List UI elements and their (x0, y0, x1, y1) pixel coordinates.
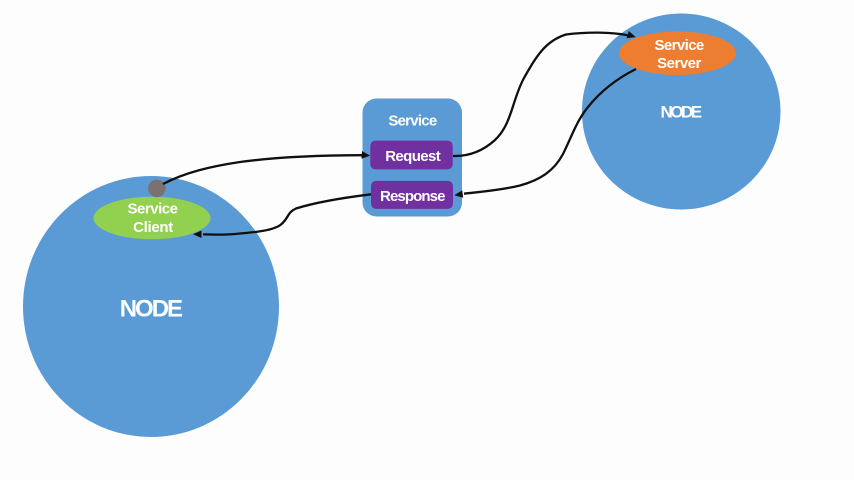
svg-text:Service: Service (128, 200, 178, 217)
svg-text:Server: Server (657, 55, 701, 72)
svg-text:Client: Client (133, 219, 173, 236)
svg-text:Response: Response (380, 188, 445, 205)
svg-text:NODE: NODE (660, 103, 701, 122)
svg-text:Service: Service (388, 113, 437, 130)
svg-text:Service: Service (655, 37, 704, 54)
svg-text:NODE: NODE (120, 295, 183, 322)
svg-text:Request: Request (385, 148, 441, 165)
